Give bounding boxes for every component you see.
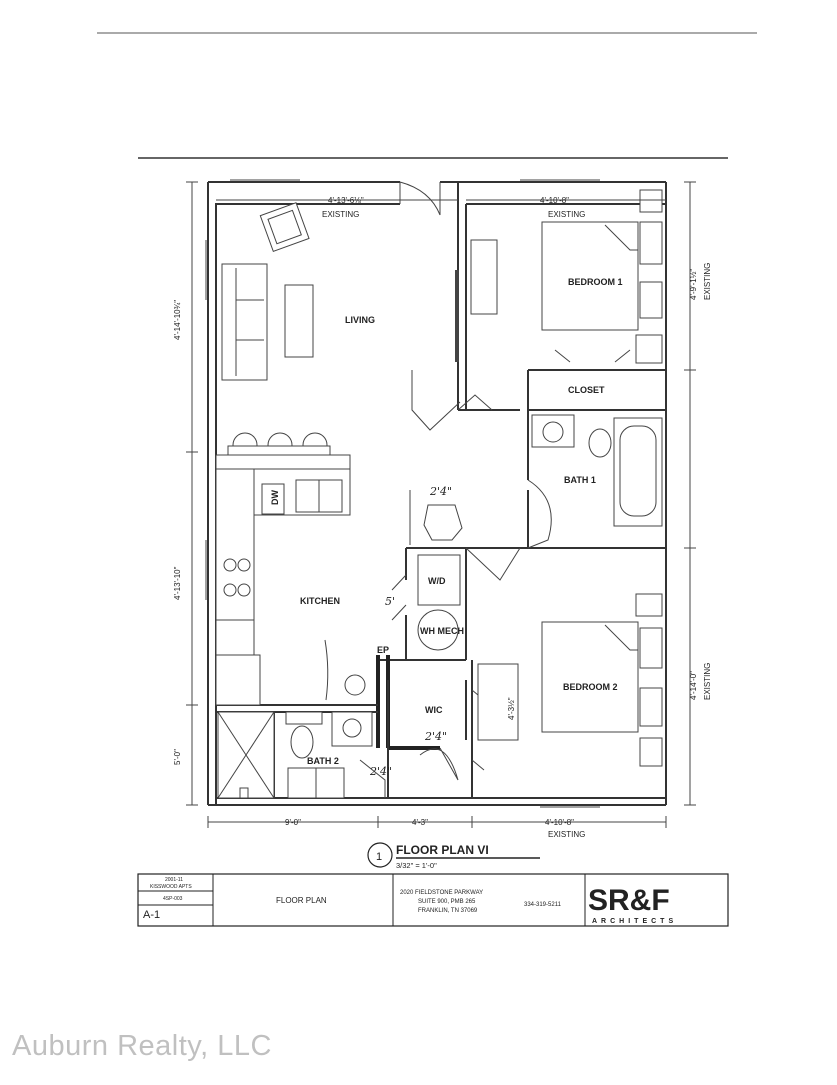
bedroom2-furniture bbox=[477, 593, 663, 767]
dim-top-bed1: 4'-10'-8" bbox=[540, 196, 569, 205]
project-code: 4SP-003 bbox=[163, 896, 183, 902]
wh-mech-label: WH MECH bbox=[420, 626, 464, 636]
project-number: 2001-11 bbox=[165, 877, 183, 883]
left-dimensions: 4'-14'-10¾" 4'-13'-10" 5'-0" bbox=[173, 181, 198, 806]
watermark-text: Auburn Realty, LLC bbox=[12, 1030, 272, 1062]
dim-wic-side: 4'-3½" bbox=[507, 697, 516, 720]
kitchen-fixtures bbox=[215, 432, 351, 706]
plan-number-bubble bbox=[367, 842, 393, 868]
wic-door-note: 2'4" bbox=[424, 730, 447, 743]
dim-left-kitchen: 4'-13'-10" bbox=[173, 566, 182, 600]
bedroom2-label: BEDROOM 2 bbox=[563, 682, 618, 692]
firm-logo: SR&F bbox=[588, 884, 670, 917]
wic-label: WIC bbox=[425, 705, 443, 715]
plan-number: 1 bbox=[376, 851, 382, 863]
top-dimensions: 4'-13'-6⅛" EXISTING 4'-10'-8" EXISTING bbox=[216, 196, 666, 219]
living-label: LIVING bbox=[345, 315, 375, 325]
living-furniture bbox=[221, 202, 459, 381]
right-dimensions: 4'-9'-1½" EXISTING 4'-14'-0" EXISTING bbox=[684, 181, 712, 806]
room-labels: LIVING BEDROOM 1 CLOSET BATH 1 KITCHEN W… bbox=[270, 277, 623, 766]
dim-top-bed1-note: EXISTING bbox=[548, 210, 585, 219]
bedroom1-furniture bbox=[470, 189, 663, 364]
handwritten-annotations: 2'4" 5' 2'4" 2'4" bbox=[369, 485, 452, 778]
dim-top-living: 4'-13'-6⅛" bbox=[328, 196, 364, 205]
address-line2: SUITE 900, PMB 265 bbox=[418, 899, 476, 905]
sheet-title: FLOOR PLAN bbox=[276, 896, 327, 905]
dim-left-bath: 5'-0" bbox=[173, 749, 182, 765]
address-line3: FRANKLIN, TN 37069 bbox=[418, 908, 478, 914]
dim-top-living-note: EXISTING bbox=[322, 210, 359, 219]
kitchen-hall-note: 5' bbox=[385, 595, 395, 608]
bath1-label: BATH 1 bbox=[564, 475, 596, 485]
bath1-fixtures bbox=[531, 414, 663, 527]
dim-right-bed2-note: EXISTING bbox=[703, 663, 712, 700]
bath2-label: BATH 2 bbox=[307, 756, 339, 766]
dim-right-bed2: 4'-14'-0" bbox=[689, 671, 698, 700]
plan-title: FLOOR PLAN VI bbox=[396, 843, 489, 857]
bedroom1-label: BEDROOM 1 bbox=[568, 277, 623, 287]
address-line1: 2020 FIELDSTONE PARKWAY bbox=[400, 890, 483, 896]
dim-bottom-bath2: 9'-0" bbox=[285, 818, 301, 827]
sheet-number: A-1 bbox=[143, 909, 160, 921]
title-block: 2001-11 KISSWOOD APTS 4SP-003 A-1 FLOOR … bbox=[137, 873, 729, 927]
bath2-fixtures bbox=[217, 711, 373, 799]
firm-subtitle: ARCHITECTS bbox=[592, 918, 677, 925]
dim-bottom-bed2: 4'-10'-8" bbox=[545, 818, 574, 827]
project-name: KISSWOOD APTS bbox=[150, 884, 192, 890]
dim-left-living: 4'-14'-10¾" bbox=[173, 300, 182, 340]
firm-phone: 334-319-5211 bbox=[524, 902, 562, 908]
dim-right-bed1: 4'-9'-1½" bbox=[689, 269, 698, 300]
wd-label: W/D bbox=[428, 576, 446, 586]
plan-caption: 1 FLOOR PLAN VI 3/32" = 1'-0" bbox=[367, 842, 540, 870]
closet-label: CLOSET bbox=[568, 385, 605, 395]
dim-right-bed1-note: EXISTING bbox=[703, 263, 712, 300]
ep-label: EP bbox=[377, 645, 389, 655]
plan-scale: 3/32" = 1'-0" bbox=[396, 861, 437, 870]
utility-fixtures bbox=[344, 490, 463, 696]
bath2-door-note: 2'4" bbox=[369, 765, 392, 778]
hall-width-note: 2'4" bbox=[429, 485, 452, 498]
dim-bottom-bed2-note: EXISTING bbox=[548, 830, 585, 839]
kitchen-label: KITCHEN bbox=[300, 596, 340, 606]
dw-label: DW bbox=[270, 490, 280, 505]
bottom-dimensions: 9'-0" 4'-3" 4'-10'-8" EXISTING 4'-3½" bbox=[207, 697, 667, 839]
dim-bottom-wic: 4'-3" bbox=[412, 818, 428, 827]
